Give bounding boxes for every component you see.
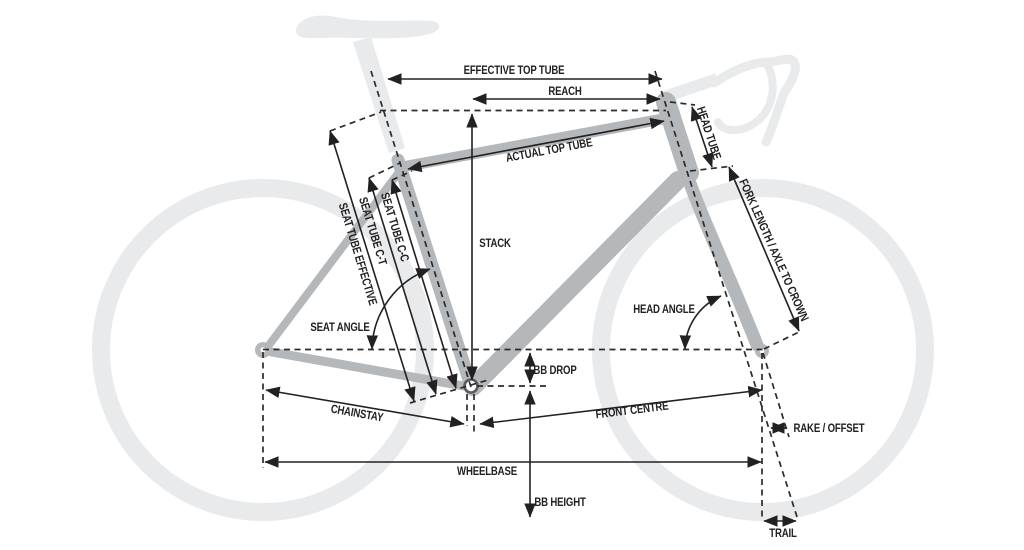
dim-head-angle-arc — [679, 295, 722, 350]
fork-axle-connector — [763, 330, 802, 350]
stem-ghost — [662, 73, 719, 103]
label-effective-top-tube: EFFECTIVE TOP TUBE — [463, 63, 565, 77]
head-tube-top-connector — [669, 101, 696, 106]
steering-axis — [654, 70, 799, 521]
label-wheelbase: WHEELBASE — [457, 464, 517, 478]
dim-seat-tube-effective — [328, 130, 416, 402]
dimension-lines — [264, 73, 800, 527]
dim-fork-length — [728, 166, 800, 332]
head-tube-shape — [656, 92, 699, 183]
dim-chainstay — [265, 386, 465, 428]
ghost-bike-parts — [92, 15, 934, 521]
head-tube-bottom-connector — [689, 165, 734, 172]
label-bb-height: BB HEIGHT — [534, 495, 586, 509]
dim-seat-angle-arc — [366, 268, 431, 350]
label-trail: TRAIL — [769, 526, 797, 540]
label-head-angle: HEAD ANGLE — [633, 302, 695, 316]
saddle — [295, 15, 440, 39]
handlebar-ghost — [709, 54, 800, 147]
frame-illustration — [255, 92, 769, 396]
label-rake-offset: RAKE / OFFSET — [793, 421, 865, 435]
rake-parallel-line — [762, 352, 790, 438]
dim-head-tube — [690, 106, 714, 168]
label-stack: STACK — [479, 236, 511, 250]
chain-stay — [261, 346, 474, 392]
handlebar-drop-ghost — [714, 62, 777, 135]
down-tube — [464, 171, 687, 396]
label-reach: REACH — [548, 84, 582, 98]
label-seat-angle: SEAT ANGLE — [310, 320, 370, 334]
seat-effective-connector — [329, 111, 382, 132]
label-bb-drop: BB DROP — [533, 363, 577, 377]
dim-actual-top-tube — [407, 117, 665, 173]
